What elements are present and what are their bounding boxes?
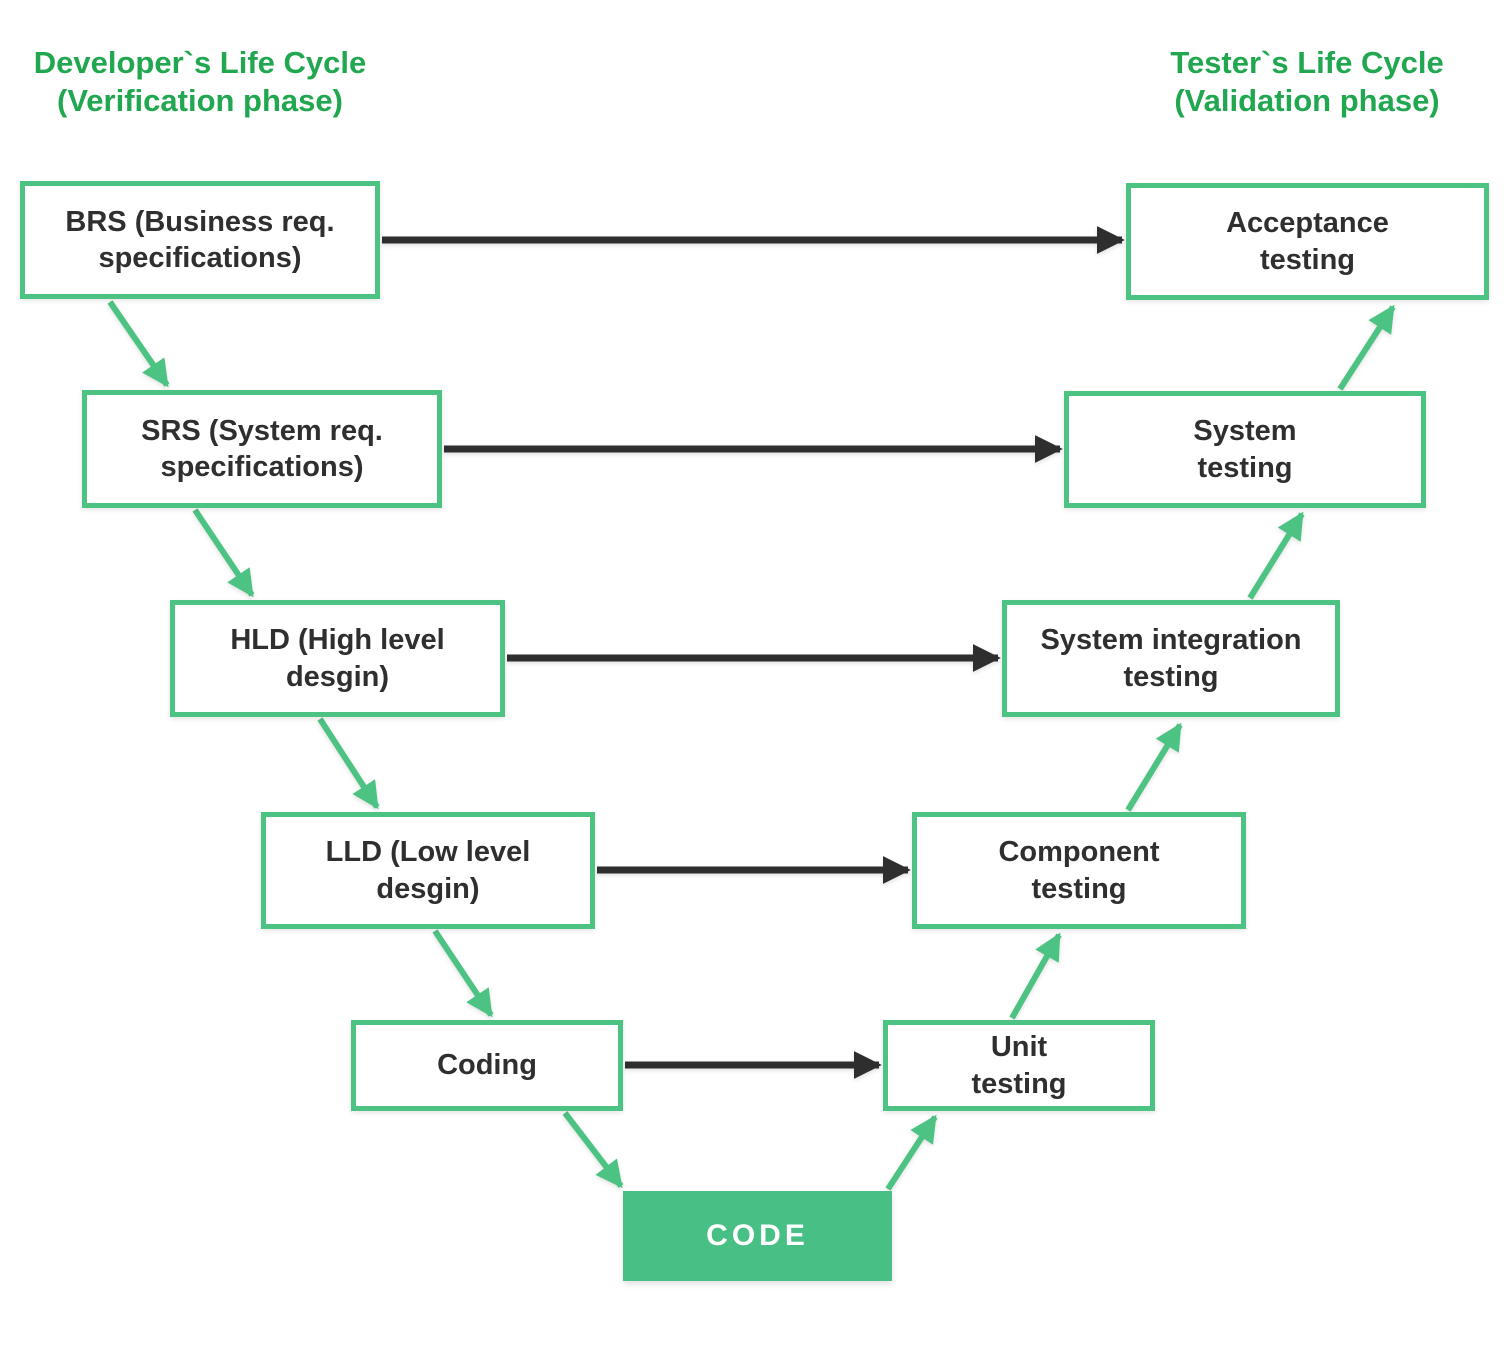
- box-brs: BRS (Business req. specifications): [20, 181, 380, 299]
- tester-lifecycle-title: Tester`s Life Cycle: [1170, 45, 1444, 80]
- arrow-hld-to-lld: [317, 717, 380, 810]
- arrow-code-to-unit-testing: [885, 1114, 938, 1191]
- box-unit-testing: Unit testing: [883, 1020, 1155, 1111]
- arrow-component-testing-to-system-integration-testing: [1125, 722, 1183, 812]
- box-lld: LLD (Low level desgin): [261, 812, 595, 929]
- box-system-integration-testing: System integration testing: [1002, 600, 1340, 717]
- developer-lifecycle-header: Developer`s Life Cycle (Verification pha…: [0, 44, 400, 120]
- tester-lifecycle-subtitle: (Validation phase): [1174, 82, 1440, 118]
- arrow-lld-to-coding: [432, 929, 494, 1018]
- arrow-srs-to-hld: [192, 508, 255, 598]
- box-coding: Coding: [351, 1020, 623, 1111]
- developer-lifecycle-subtitle: (Verification phase): [57, 82, 343, 118]
- tester-lifecycle-header: Tester`s Life Cycle (Validation phase): [1107, 44, 1507, 120]
- developer-lifecycle-title: Developer`s Life Cycle: [33, 45, 367, 80]
- arrow-coding-to-code: [562, 1111, 624, 1189]
- arrow-system-testing-to-acceptance-testing: [1337, 304, 1396, 391]
- box-code: CODE: [623, 1191, 892, 1281]
- arrow-system-integration-testing-to-system-testing: [1247, 511, 1305, 600]
- box-component-testing: Component testing: [912, 812, 1246, 929]
- arrow-brs-to-srs: [107, 300, 170, 388]
- box-acceptance-testing: Acceptance testing: [1126, 183, 1489, 300]
- arrow-unit-testing-to-component-testing: [1009, 932, 1062, 1020]
- box-system-testing: System testing: [1064, 391, 1426, 508]
- box-srs: SRS (System req. specifications): [82, 390, 442, 508]
- box-hld: HLD (High level desgin): [170, 600, 505, 717]
